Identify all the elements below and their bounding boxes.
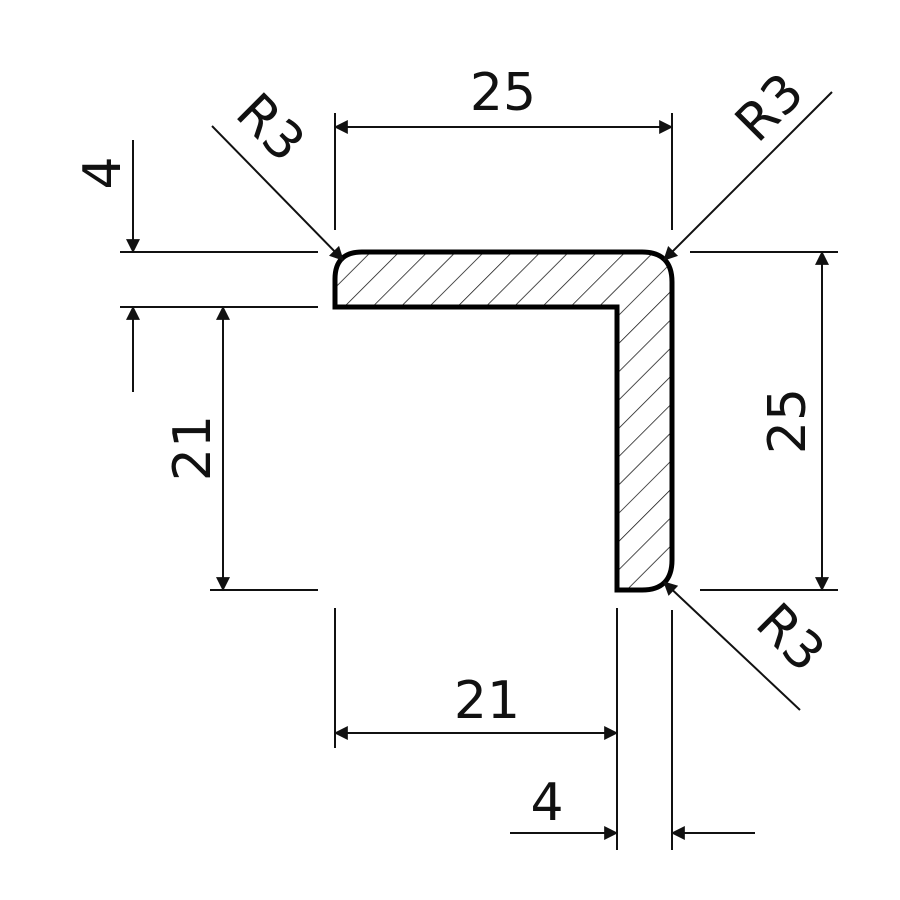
radius-top-left-label: R3 xyxy=(224,82,315,173)
extension-lines xyxy=(120,113,838,850)
radius-top-right-label: R3 xyxy=(724,62,815,153)
radius-top-right: R3 xyxy=(663,62,833,261)
dimension-thickness-top: 4 xyxy=(73,140,140,392)
overall-height-label: 25 xyxy=(758,388,818,454)
radius-bottom-right: R3 xyxy=(663,581,836,711)
angle-profile-section xyxy=(332,249,675,593)
dimension-overall-height: 25 xyxy=(758,250,829,592)
thickness-right-label: 4 xyxy=(530,773,563,833)
dimension-inner-width: 21 xyxy=(333,671,619,740)
dimension-thickness-right: 4 xyxy=(510,773,755,840)
thickness-top-label: 4 xyxy=(73,156,133,189)
inner-width-label: 21 xyxy=(454,671,520,731)
dimension-inner-height: 21 xyxy=(163,305,230,592)
overall-width-label: 25 xyxy=(470,63,536,123)
radius-top-left: R3 xyxy=(211,82,344,261)
dimension-overall-width: 25 xyxy=(333,63,674,134)
inner-height-label: 21 xyxy=(163,415,223,481)
